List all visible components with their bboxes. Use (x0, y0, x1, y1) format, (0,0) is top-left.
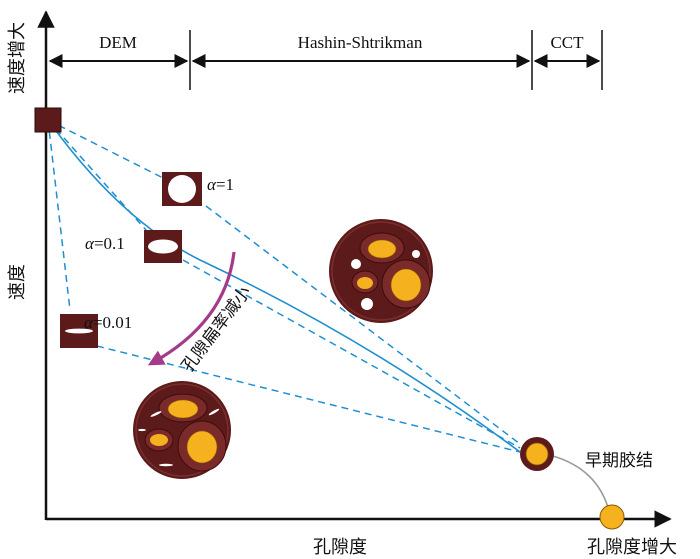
trend-arrow (147, 251, 236, 366)
y-axis-label: 速度 (7, 264, 28, 300)
trend-label: 孔隙扁率减小 (178, 283, 255, 376)
pore-alpha-0.01-icon (60, 314, 98, 348)
pure-grain-marker (599, 504, 625, 530)
dem-label: DEM (99, 33, 137, 52)
rock-sketch-crack-pores (133, 381, 231, 479)
x-axis-label: 孔隙度 (313, 537, 367, 558)
x-axis-end-label: 孔隙度增大 (587, 537, 677, 558)
cementation-label: 早期胶结 (585, 451, 653, 471)
alpha-1-label: α=1 (207, 175, 234, 194)
hashin-label: Hashin-Shtrikman (298, 33, 423, 52)
pore-alpha-0.1-icon (144, 230, 182, 263)
velocity-porosity-curve (47, 119, 521, 453)
alpha-0.1-label: α=0.1 (85, 234, 125, 253)
alpha-0.01-label: α=0.01 (84, 313, 132, 332)
dashed-bounds (47, 119, 521, 453)
pore-alpha-1-icon (162, 172, 202, 206)
cct-label: CCT (550, 33, 584, 52)
solid-grain-square (34, 107, 62, 133)
rock-sketch-round-pores (329, 219, 433, 323)
y-axis-top-label: 速度增大 (7, 22, 28, 94)
cemented-grain-icon (520, 437, 554, 471)
